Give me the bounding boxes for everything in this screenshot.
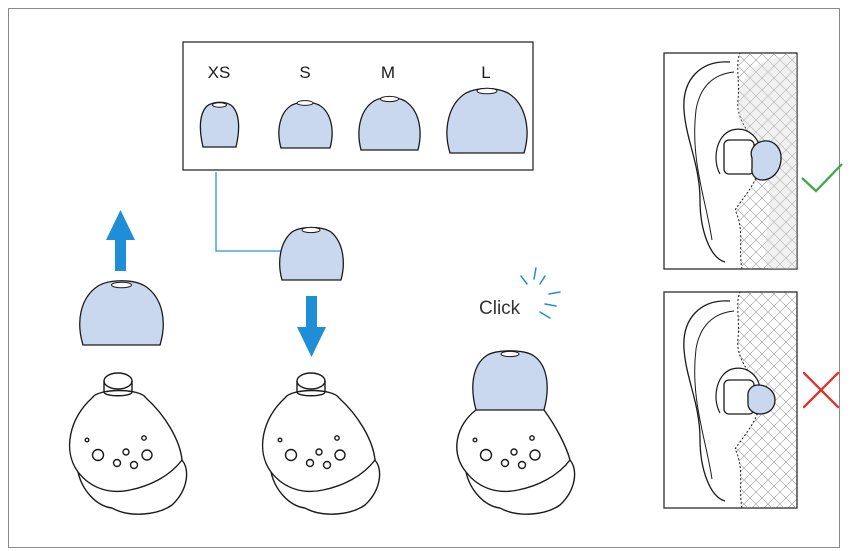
incorrect-fit-panel <box>663 291 798 509</box>
size-label-m: M <box>380 63 396 82</box>
removed-ear-tip <box>79 280 164 346</box>
earbud-ready-for-tip <box>261 372 381 515</box>
ear-tip-l <box>446 87 528 154</box>
click-burst-icon <box>520 267 561 319</box>
checkmark-icon <box>801 163 843 193</box>
arrow-down-icon <box>297 296 326 357</box>
earbud-without-tip <box>68 372 188 515</box>
ear-tip-s <box>278 100 333 149</box>
size-label-s: S <box>299 63 311 82</box>
selection-connector-line <box>215 172 281 252</box>
size-label-xs: XS <box>207 63 231 82</box>
correct-fit-panel <box>663 52 798 270</box>
selected-ear-tip <box>279 226 344 281</box>
earbud-with-tip <box>456 350 576 515</box>
size-label-l: L <box>481 63 491 82</box>
ear-tip-m <box>358 95 421 151</box>
arrow-up-icon <box>106 210 135 271</box>
cross-icon <box>802 371 840 409</box>
click-label: Click <box>479 298 521 319</box>
ear-tip-xs <box>199 101 240 148</box>
